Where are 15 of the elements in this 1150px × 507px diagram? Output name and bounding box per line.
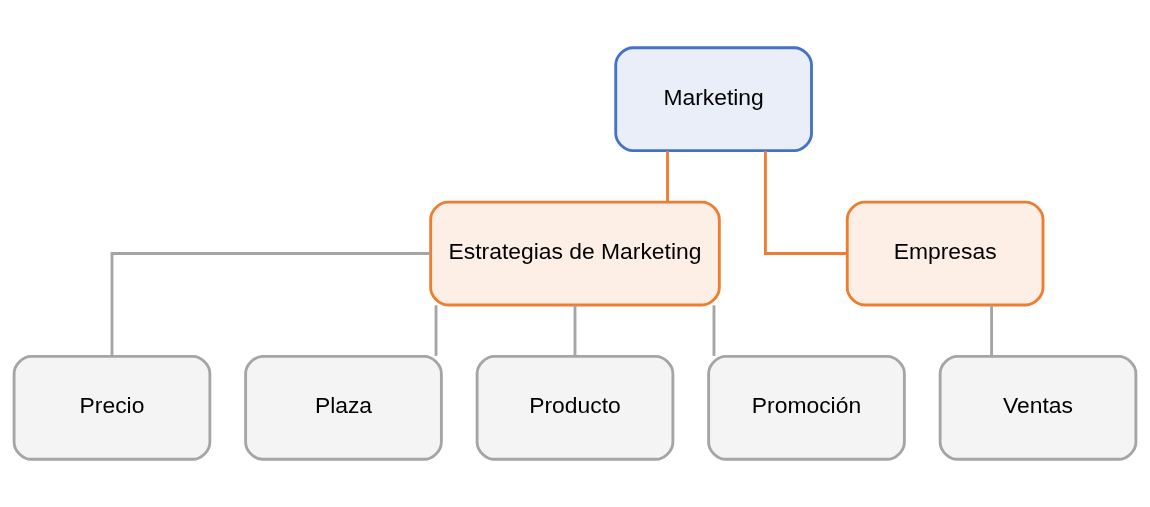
node-box: Plaza: [244, 354, 443, 461]
connector: [573, 305, 577, 356]
node-box: Estrategias de Marketing: [429, 200, 721, 307]
node-box: Promoción: [707, 354, 906, 461]
node-box: Precio: [12, 354, 212, 461]
connector: [434, 305, 438, 356]
connector: [764, 151, 847, 255]
connector: [990, 305, 993, 356]
node-box: Empresas: [845, 200, 1045, 307]
node-box: Marketing: [614, 46, 813, 153]
connector: [712, 305, 716, 356]
connector: [110, 252, 431, 356]
node-box: Producto: [475, 354, 675, 461]
connector: [666, 151, 669, 202]
node-box: Ventas: [938, 354, 1138, 461]
